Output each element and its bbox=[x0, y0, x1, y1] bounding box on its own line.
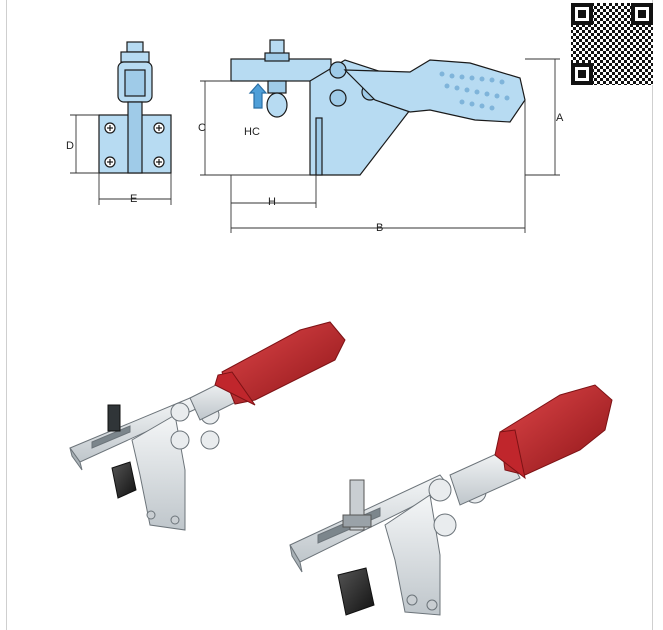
dimension-label-c: C bbox=[198, 122, 206, 134]
qr-code bbox=[571, 3, 653, 85]
page-border-right bbox=[652, 0, 653, 630]
clamp-render-right bbox=[289, 384, 613, 616]
dimension-label-d: D bbox=[66, 140, 74, 152]
front-view-drawing bbox=[98, 41, 172, 174]
page-border-left bbox=[6, 0, 7, 630]
dimension-label-a: A bbox=[556, 112, 564, 124]
clamp-render-left bbox=[69, 321, 346, 531]
dimension-label-b: B bbox=[376, 222, 384, 234]
dimension-label-e: E bbox=[130, 193, 138, 205]
dimension-lines-side bbox=[200, 58, 560, 233]
side-view-drawing bbox=[230, 39, 526, 176]
dimension-label-h: H bbox=[268, 196, 276, 208]
dimension-label-hc: HC bbox=[244, 126, 260, 138]
dimension-lines-front bbox=[70, 114, 172, 205]
